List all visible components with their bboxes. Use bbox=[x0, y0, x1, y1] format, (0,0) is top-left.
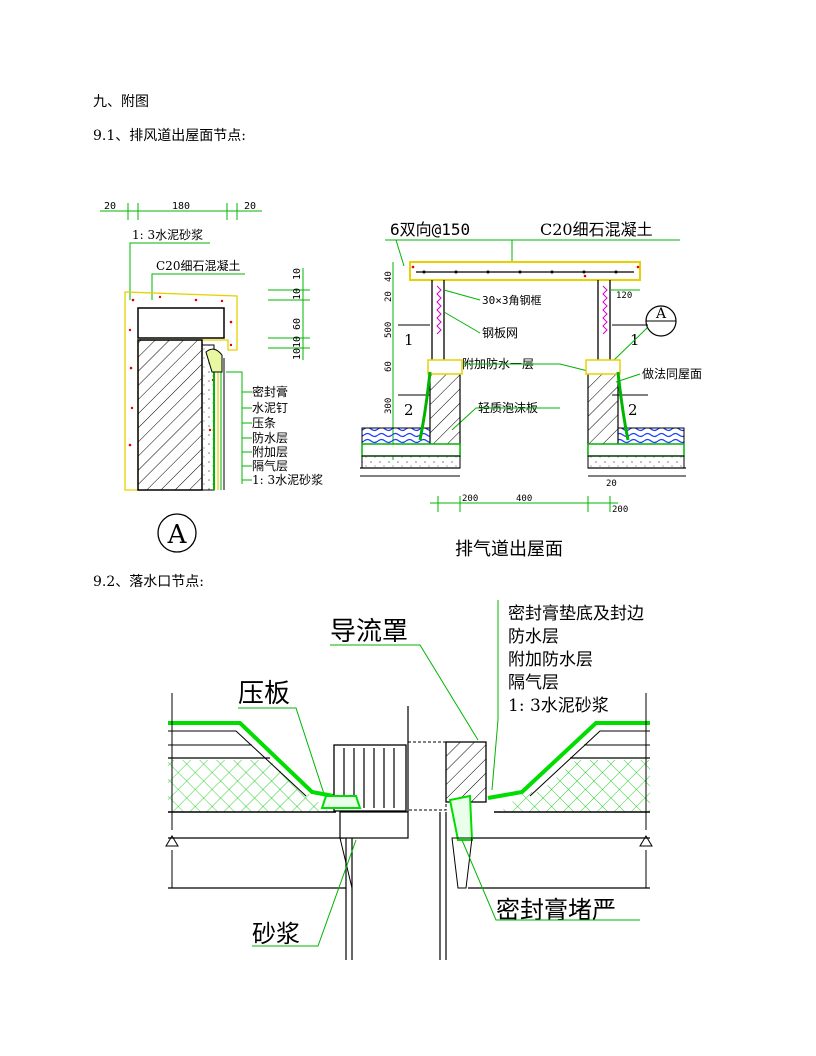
dim-a-r-10d: 10 bbox=[292, 348, 303, 360]
detail-a-figure: 20 180 20 1: 3水泥砂浆 C20细石混凝土 1 bbox=[100, 201, 323, 553]
dim-vent-40: 40 bbox=[384, 271, 394, 282]
zone-label-2-right: 2 bbox=[628, 401, 638, 419]
dim-a-r-10b: 10 bbox=[292, 288, 303, 300]
dim-vent-20: 20 bbox=[384, 291, 394, 302]
dim-a-r-10a: 10 bbox=[292, 268, 303, 280]
drain-layer-mortar: 1: 3水泥砂浆 bbox=[508, 696, 609, 716]
dim-a-r-10c: 10 bbox=[292, 336, 303, 348]
dim-a-20-left: 20 bbox=[104, 201, 116, 212]
dim-vent-120: 120 bbox=[616, 291, 632, 301]
dim-vent-bottom-400: 400 bbox=[516, 494, 532, 504]
label-a-mortar-top: 1: 3水泥砂浆 bbox=[132, 227, 203, 242]
label-vent-rebar: 6双向@150 bbox=[390, 220, 470, 239]
vent-caption: 排气道出屋面 bbox=[455, 539, 563, 560]
dim-a-r-60: 60 bbox=[292, 318, 303, 330]
zone-label-2-left: 2 bbox=[404, 401, 414, 419]
label-a-sealant: 密封膏 bbox=[252, 384, 288, 399]
label-drain-guide-cover: 导流罩 bbox=[330, 617, 408, 647]
drain-layer-extra-waterproof: 附加防水层 bbox=[508, 650, 593, 670]
dim-vent-500: 500 bbox=[384, 322, 394, 338]
dim-vent-300: 300 bbox=[384, 398, 394, 414]
label-drain-mortar: 砂浆 bbox=[252, 920, 300, 948]
label-a-concrete: C20细石混凝土 bbox=[156, 258, 240, 273]
section-title: 九、附图 bbox=[93, 94, 149, 110]
label-a-waterproof: 防水层 bbox=[252, 430, 288, 445]
subsection-title-9-1: 9.1、排风道出屋面节点: bbox=[93, 128, 246, 144]
subsection-title-9-2: 9.2、落水口节点: bbox=[93, 574, 204, 590]
label-vent-mesh: 钢板网 bbox=[482, 326, 518, 340]
drain-layer-sealant-edge: 密封膏垫底及封边 bbox=[508, 603, 644, 624]
label-vent-concrete: C20细石混凝土 bbox=[540, 220, 653, 239]
vent-figure: 6双向@150 C20细石混凝土 40 20 500 60 300 120 1 … bbox=[360, 220, 702, 560]
marker-vent-a: A bbox=[655, 306, 667, 322]
zone-label-1-left: 1 bbox=[404, 331, 414, 349]
label-a-vapor: 隔气层 bbox=[252, 458, 288, 473]
label-drain-pressure-plate: 压板 bbox=[238, 679, 290, 709]
label-a-nail: 水泥钉 bbox=[252, 401, 288, 415]
dim-a-20-right: 20 bbox=[244, 201, 256, 212]
drain-figure: 密封膏垫底及封边 防水层 附加防水层 隔气层 1: 3水泥砂浆 导流罩 压板 bbox=[165, 600, 653, 960]
dim-vent-small-20: 20 bbox=[606, 479, 617, 489]
label-a-additional: 附加层 bbox=[252, 445, 288, 459]
dim-vent-bottom-200-left: 200 bbox=[462, 494, 478, 504]
label-vent-same-as-roof: 做法同屋面 bbox=[642, 366, 702, 381]
marker-a: A bbox=[167, 520, 188, 550]
label-drain-sealant-fill: 密封膏堵严 bbox=[496, 896, 616, 924]
label-a-strip: 压条 bbox=[252, 416, 276, 430]
label-a-mortar-bottom: 1: 3水泥砂浆 bbox=[252, 472, 323, 487]
dim-a-180: 180 bbox=[172, 201, 190, 212]
label-vent-angle-frame: 30×3角钢框 bbox=[482, 294, 542, 307]
drain-layer-vapor: 隔气层 bbox=[508, 673, 559, 693]
dim-vent-bottom-200-right: 200 bbox=[612, 505, 628, 515]
drain-layer-waterproof: 防水层 bbox=[508, 627, 559, 647]
dim-vent-60: 60 bbox=[384, 361, 394, 372]
